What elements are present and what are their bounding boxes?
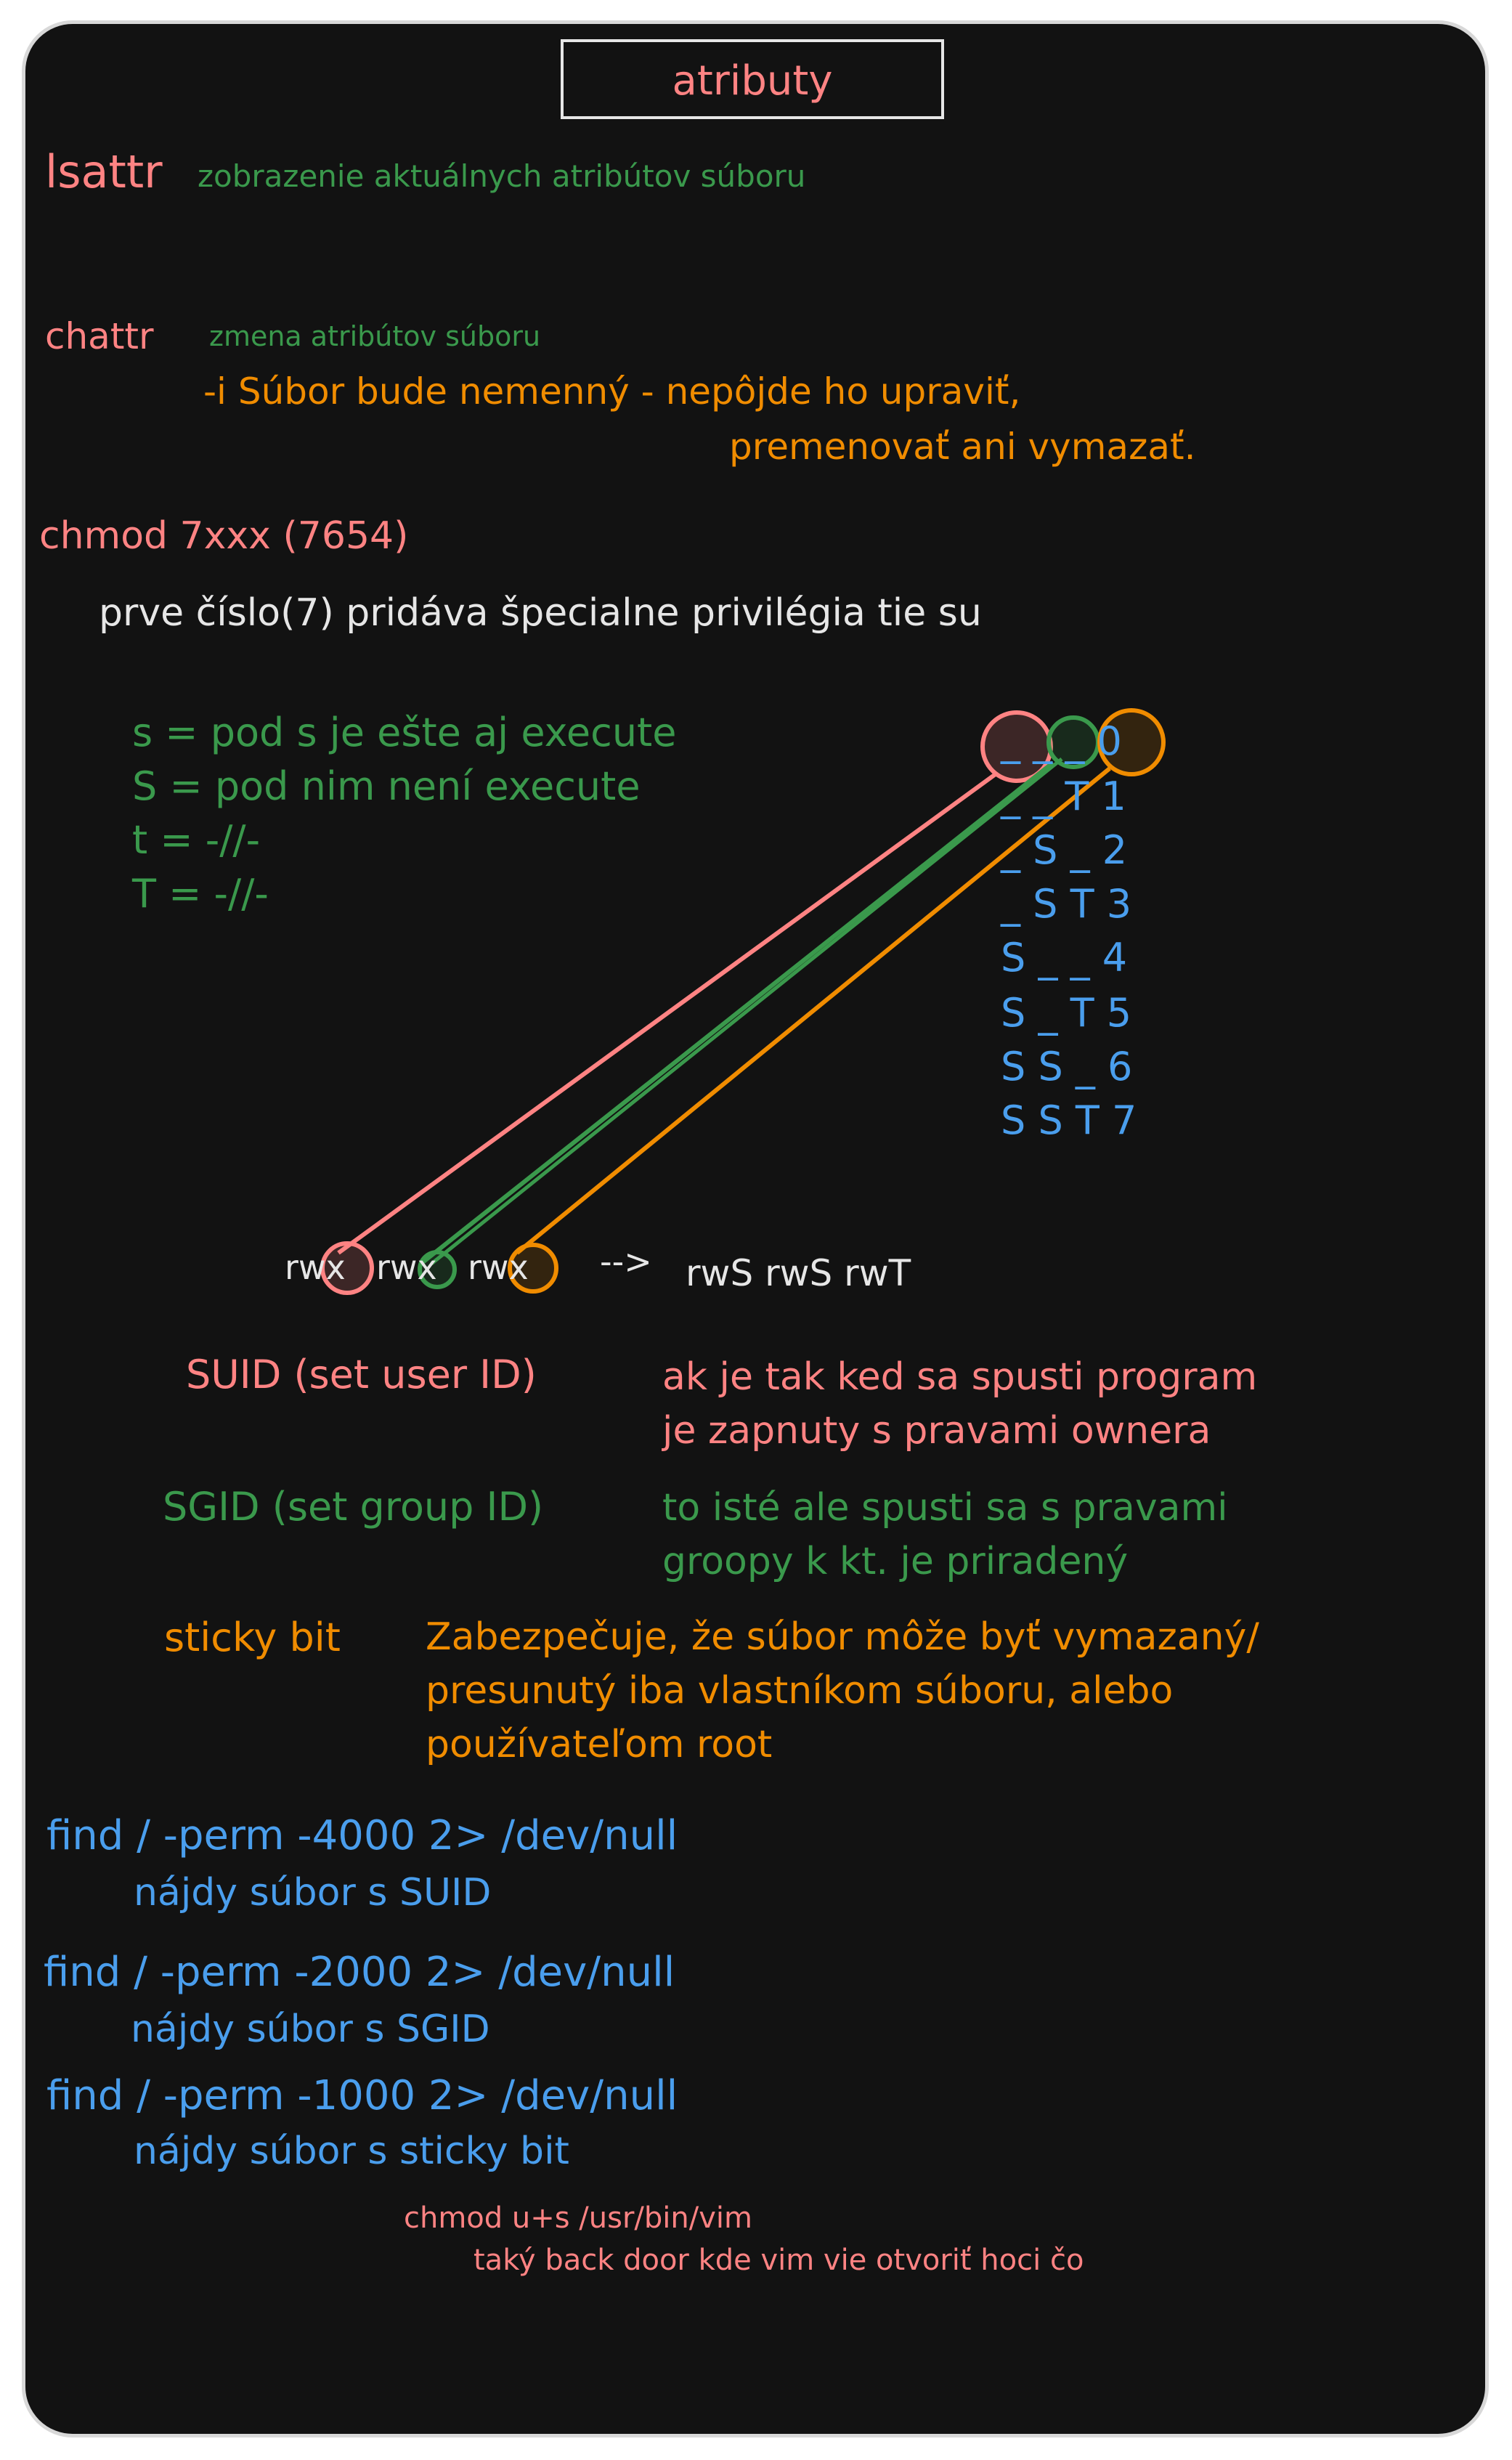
perm-arrow: --> — [600, 1242, 652, 1281]
backdoor-description: taký back door kde vim vie otvoriť hoci … — [473, 2244, 1084, 2277]
perm-rwx-group: rwx — [376, 1248, 437, 1287]
table-row: _ _ T 1 — [1001, 774, 1126, 819]
find-description-suid: nájdy súbor s SUID — [134, 1871, 492, 1915]
chmod-special-command: chmod 7xxx (7654) — [39, 514, 409, 558]
whiteboard-canvas — [22, 20, 1489, 2437]
sgid-connector-line-b — [430, 758, 1063, 1265]
chattr-command: chattr — [45, 315, 154, 357]
perm-result: rwS rwS rwT — [686, 1252, 911, 1294]
chmod-special-explanation: prve číslo(7) pridáva špecialne privilég… — [99, 591, 982, 635]
table-row: S S _ 6 — [1001, 1044, 1133, 1089]
sticky-circle-bottom — [508, 1243, 558, 1294]
table-row: _ _ _ 0 — [1001, 718, 1122, 764]
lsattr-description: zobrazenie aktuálnych atribútov súboru — [198, 158, 806, 194]
suid-label: SUID (set user ID) — [186, 1352, 537, 1397]
sticky-label: sticky bit — [164, 1615, 341, 1660]
sgid-desc-line1: to isté ale spusti sa s pravami — [662, 1486, 1228, 1530]
suid-circle-bottom — [320, 1241, 374, 1295]
legend-item: s = pod s je ešte aj execute — [132, 710, 677, 755]
chattr-option-i-line2: premenovať ani vymazať. — [729, 426, 1196, 468]
table-row: S _ _ 4 — [1001, 935, 1128, 981]
chattr-option-i-line1: -i Súbor bude nemenný - nepôjde ho uprav… — [203, 370, 1021, 413]
sgid-connector-line-a — [421, 760, 1054, 1264]
sticky-circle-top — [1097, 708, 1166, 776]
backdoor-command: chmod u+s /usr/bin/vim — [404, 2201, 752, 2235]
suid-desc-line2: je zapnuty s pravami ownera — [662, 1409, 1211, 1453]
suid-desc-line1: ak je tak ked sa spusti program — [662, 1355, 1258, 1399]
find-description-sgid: nájdy súbor s SGID — [131, 2008, 490, 2051]
legend-item: S = pod nim není execute — [132, 763, 641, 809]
legend-item: t = -//- — [132, 817, 261, 863]
sticky-desc-line3: používateľom root — [426, 1723, 773, 1766]
sgid-label: SGID (set group ID) — [163, 1484, 544, 1530]
find-command-sticky: find / -perm -1000 2> /dev/null — [46, 2072, 678, 2119]
page-title: atributy — [672, 57, 833, 105]
perm-rwx-other: rwx — [468, 1248, 529, 1287]
perm-rwx-owner: rwx — [285, 1248, 346, 1287]
suid-connector-line — [337, 771, 998, 1255]
chattr-description: zmena atribútov súboru — [209, 320, 541, 352]
legend-item: T = -//- — [132, 871, 269, 917]
table-row: S S T 7 — [1001, 1097, 1137, 1143]
sticky-desc-line2: presunutý iba vlastníkom súboru, alebo — [426, 1669, 1174, 1713]
sticky-desc-line1: Zabezpečuje, že súbor môže byť vymazaný/ — [426, 1615, 1259, 1659]
title-box: atributy — [561, 39, 944, 119]
sticky-connector-line — [516, 766, 1111, 1255]
find-description-sticky: nájdy súbor s sticky bit — [134, 2130, 569, 2173]
sgid-desc-line2: groopy k kt. je priradený — [662, 1540, 1129, 1583]
sgid-circle-bottom — [418, 1250, 457, 1289]
table-row: S _ T 5 — [1001, 990, 1132, 1036]
table-row: _ S _ 2 — [1001, 827, 1128, 873]
lsattr-command: lsattr — [45, 145, 163, 198]
find-command-suid: find / -perm -4000 2> /dev/null — [46, 1812, 678, 1859]
find-command-sgid: find / -perm -2000 2> /dev/null — [44, 1949, 675, 1996]
table-row: _ S T 3 — [1001, 881, 1132, 927]
